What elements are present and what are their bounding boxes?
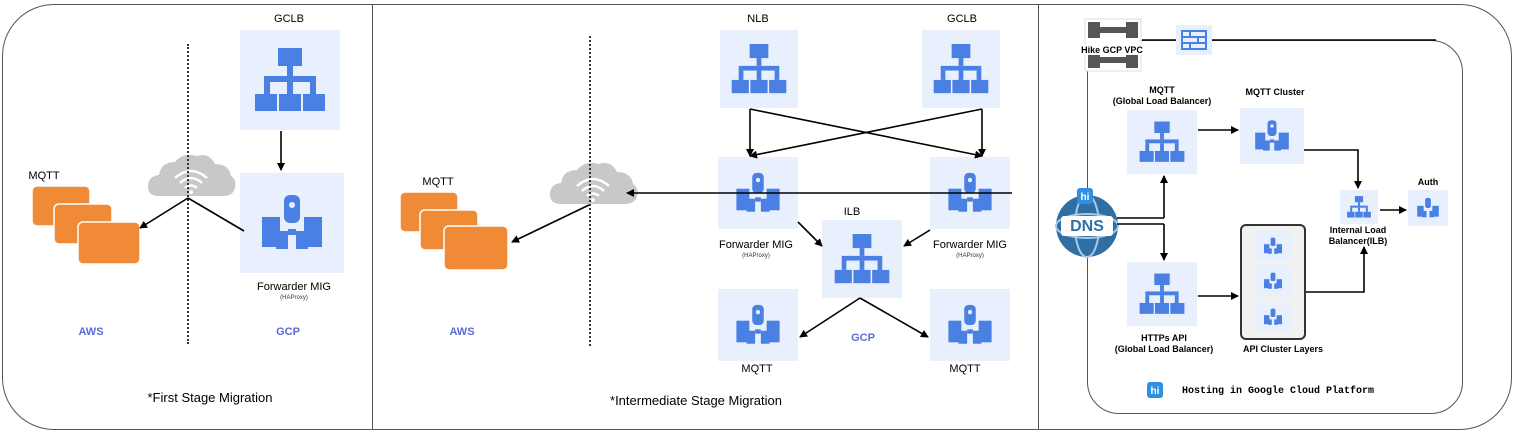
https-api-glb-icon [1127,262,1197,326]
gclb-label: GCLB [274,13,304,25]
mqtt-aws-label: MQTT [28,170,60,182]
mqtt-cluster-label: MQTT Cluster [1245,87,1305,97]
gclb-load-balancer-icon [922,30,1000,108]
mqtt-aws-label: MQTT [422,176,454,188]
mqtt-bottom-right-icon [930,289,1010,361]
first-stage-title: *First Stage Migration [147,390,273,405]
panel-divider-2 [1038,4,1039,430]
auth-service-icon [1408,190,1448,226]
haproxy-label: (HAProxy) [280,295,308,301]
hike-logo-icon: hi [1147,382,1163,398]
internet-cloud-icon [549,162,638,204]
svg-text:hi: hi [1081,192,1090,203]
mqtt-glb-label-line2: (Global Load Balancer) [1112,96,1212,106]
haproxy-right-label: (HAProxy) [956,253,984,259]
internal-lb-icon [1340,190,1378,224]
ilb-load-balancer-icon [822,220,902,298]
forwarder-mig-left-label: Forwarder MIG [719,239,793,251]
api-cluster-node-2-icon [1255,266,1291,296]
forwarder-mig-right-label: Forwarder MIG [933,239,1007,251]
dns-label: DNS [1070,218,1104,235]
mqtt-bottom-right-label: MQTT [949,363,981,375]
boundary-dotted-line [589,36,591,346]
panel-divider-1 [372,4,373,430]
mqtt-glb-label-line1: MQTT [1149,85,1175,95]
gclb-label: GCLB [947,13,977,25]
api-cluster-node-1-icon [1255,231,1291,261]
gcp-zone-label: GCP [276,326,300,338]
svg-text:hi: hi [1151,386,1160,397]
internal-lb-label-line1: Internal Load [1329,225,1387,235]
forwarder-mig-right-icon [930,157,1010,229]
auth-label: Auth [1417,177,1439,187]
hosting-caption: Hosting in Google Cloud Platform [1181,386,1375,397]
ilb-label: ILB [843,206,861,218]
mqtt-bottom-left-icon [718,289,798,361]
forwarder-mig-left-icon [718,157,798,229]
mqtt-cluster-icon [1240,108,1304,164]
gcp-zone-label: GCP [851,332,875,344]
gclb-load-balancer-icon [240,30,340,130]
aws-zone-label: AWS [449,326,475,338]
internal-lb-label-line2: Balancer(ILB) [1328,236,1388,246]
boundary-dotted-line [187,44,189,344]
https-api-label-line2: (Global Load Balancer) [1114,344,1214,354]
forwarder-mig-icon [240,173,344,273]
api-cluster-label: API Cluster Layers [1242,344,1324,354]
api-cluster-node-3-icon [1255,302,1291,332]
firewall-icon [1176,25,1212,55]
aws-instances-icon [399,191,509,271]
https-api-label-line1: HTTPs API [1141,333,1187,343]
nlb-label: NLB [747,13,769,25]
aws-instances-icon [31,185,141,265]
nlb-load-balancer-icon [720,30,798,108]
aws-zone-label: AWS [78,326,104,338]
dns-icon: hi [1055,188,1119,258]
intermediate-stage-title: *Intermediate Stage Migration [610,393,782,408]
haproxy-left-label: (HAProxy) [742,253,770,259]
diagram-frame [2,4,1512,430]
internet-cloud-icon [147,154,236,196]
forwarder-mig-label: Forwarder MIG [257,281,331,293]
mqtt-glb-icon [1127,110,1197,174]
vpc-label: Hike GCP VPC [1080,45,1144,55]
mqtt-bottom-left-label: MQTT [741,363,773,375]
